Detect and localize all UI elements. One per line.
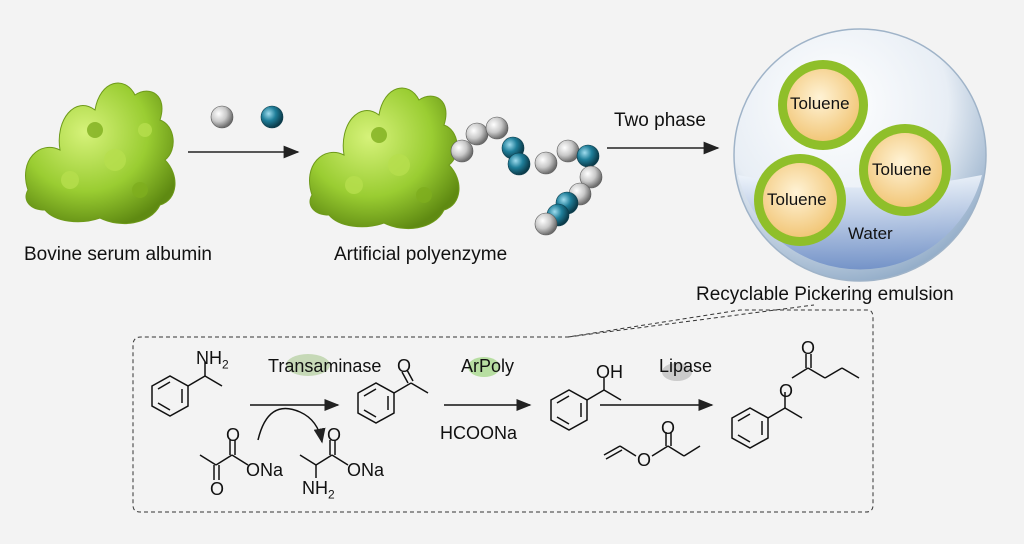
label-two-phase: Two phase: [614, 110, 706, 131]
label-alanine-o: O: [327, 425, 342, 445]
lipase-enzyme-icon: [662, 363, 692, 381]
chain-bead-gray: [579, 165, 603, 189]
chain-bead-teal: [576, 144, 600, 168]
label-hcoona: HCOONa: [440, 423, 518, 443]
callout-box: [132, 309, 874, 513]
arrow-cosubstrate: [257, 407, 326, 444]
label-alcohol-oh: OH: [596, 362, 623, 382]
label-transaminase: Transaminase: [268, 356, 382, 376]
label-alanine-ona: ONa: [347, 460, 385, 480]
label-ketone-o: O: [397, 356, 412, 376]
toluene-droplet-1: [778, 60, 868, 150]
monomer-gray: [210, 105, 234, 129]
monomer-teal: [260, 105, 284, 129]
label-amine-nh2: NH2: [196, 348, 229, 372]
chain-bead-gray: [465, 122, 489, 146]
bsa-protein: [25, 82, 176, 225]
label-pyruvate-o-top: O: [226, 425, 241, 445]
label-toluene-right: Toluene: [872, 160, 932, 179]
transaminase-enzyme-icon: [286, 354, 330, 376]
label-bovine-serum-albumin: Bovine serum albumin: [24, 244, 212, 265]
chain-bead-gray: [485, 116, 509, 140]
label-water: Water: [848, 224, 893, 243]
label-ester-o: O: [779, 381, 794, 401]
polymer-chain: [450, 116, 603, 236]
callout-line-1: [567, 304, 815, 338]
label-pyruvate-o-bottom: O: [210, 479, 225, 499]
polyenzyme-protein: [309, 87, 460, 230]
arpoly-enzyme-icon: [468, 357, 500, 377]
label-toluene-top: Toluene: [790, 94, 850, 113]
label-artificial-polyenzyme: Artificial polyenzyme: [334, 244, 508, 265]
chain-bead-teal: [507, 152, 531, 176]
label-ester-carbonyl-o: O: [801, 338, 816, 358]
label-toluene-left: Toluene: [767, 190, 827, 209]
chain-bead-gray: [556, 139, 580, 163]
label-recyclable-pickering-emulsion: Recyclable Pickering emulsion: [696, 284, 954, 305]
label-arpoly: ArPoly: [461, 356, 515, 376]
label-vinyl-carbonyl-o: O: [661, 418, 676, 438]
label-lipase: Lipase: [659, 356, 713, 376]
toluene-droplet-2: [859, 124, 951, 216]
chem-structures: [151, 354, 860, 480]
label-pyruvate-ona: ONa: [246, 460, 284, 480]
toluene-droplet-3: [754, 154, 846, 246]
chain-bead-gray: [534, 212, 558, 236]
label-alanine-nh2: NH2: [302, 478, 335, 502]
label-vinyl-o: O: [637, 450, 652, 470]
chain-bead-gray: [450, 139, 474, 163]
chain-bead-gray: [534, 151, 558, 175]
